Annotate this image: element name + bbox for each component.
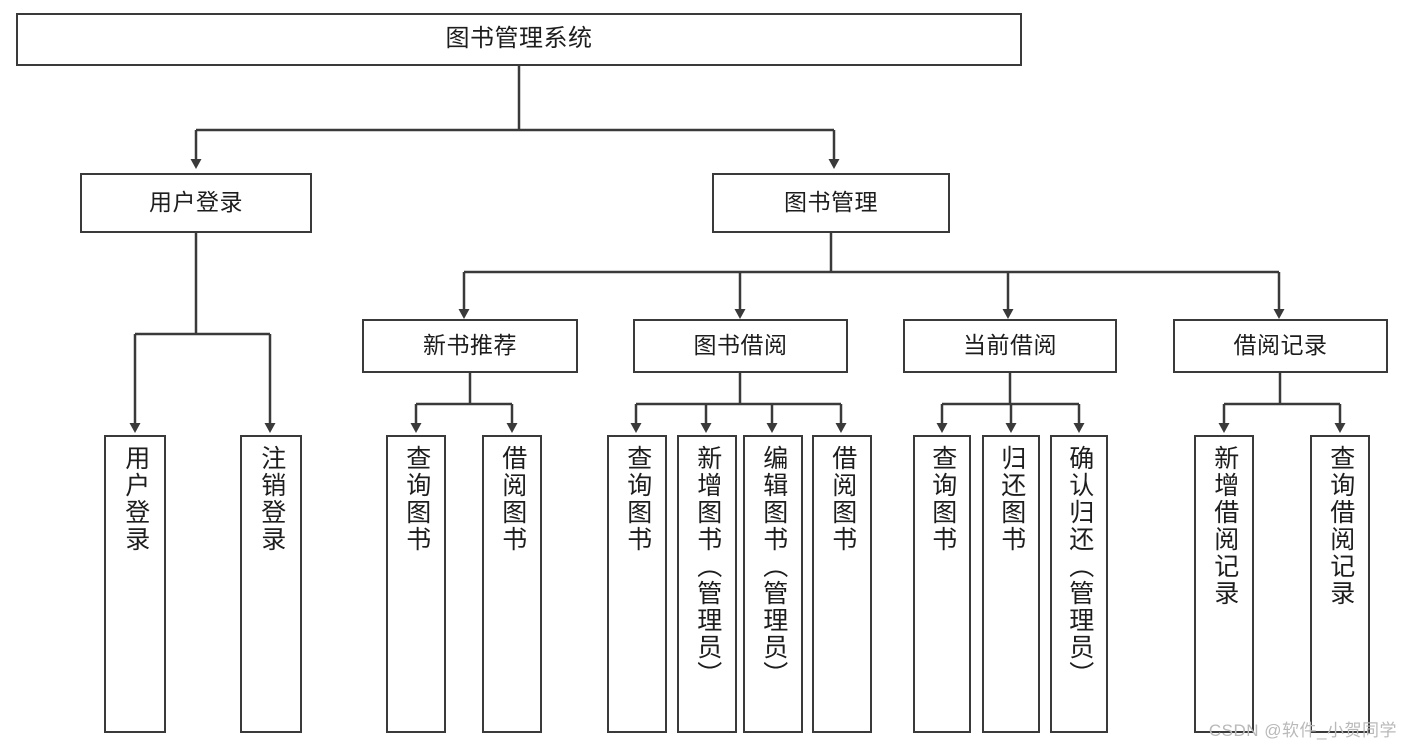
node-label: 借阅图书 — [828, 445, 857, 553]
leaf-query-book-current[interactable]: 查询图书 — [913, 435, 971, 733]
node-borrow-record[interactable]: 借阅记录 — [1173, 319, 1388, 373]
node-label: 当前借阅 — [963, 332, 1057, 359]
node-label: 归还图书 — [997, 445, 1026, 553]
leaf-return-book[interactable]: 归还图书 — [982, 435, 1040, 733]
node-label: 编辑图书（管理员） — [759, 445, 788, 688]
node-label: 借阅图书 — [498, 445, 527, 553]
node-label: 借阅记录 — [1233, 332, 1328, 359]
node-label: 查询图书 — [928, 445, 957, 553]
leaf-query-book-recommend[interactable]: 查询图书 — [386, 435, 446, 733]
leaf-borrow-book-recommend[interactable]: 借阅图书 — [482, 435, 542, 733]
node-current-borrow[interactable]: 当前借阅 — [903, 319, 1117, 373]
node-label: 查询图书 — [402, 445, 431, 553]
node-user-login[interactable]: 用户登录 — [80, 173, 312, 233]
leaf-edit-book-admin[interactable]: 编辑图书（管理员） — [743, 435, 803, 733]
node-label: 用户登录 — [149, 189, 243, 216]
node-label: 新书推荐 — [423, 332, 517, 359]
node-label: 图书管理 — [784, 189, 878, 216]
node-label: 用户登录 — [121, 445, 150, 553]
leaf-query-book-borrow[interactable]: 查询图书 — [607, 435, 667, 733]
node-book-borrow[interactable]: 图书借阅 — [633, 319, 848, 373]
node-label: 新增借阅记录 — [1210, 445, 1239, 607]
leaf-logout-login[interactable]: 注销登录 — [240, 435, 302, 733]
node-label: 确认归还（管理员） — [1065, 445, 1094, 688]
node-label: 注销登录 — [257, 445, 286, 553]
leaf-confirm-return-admin[interactable]: 确认归还（管理员） — [1050, 435, 1108, 733]
node-book-management[interactable]: 图书管理 — [712, 173, 950, 233]
node-label: 查询图书 — [623, 445, 652, 553]
node-label: 新增图书（管理员） — [693, 445, 722, 688]
watermark-text: CSDN @软件_小贺同学 — [1208, 721, 1397, 740]
leaf-user-login[interactable]: 用户登录 — [104, 435, 166, 733]
leaf-borrow-book[interactable]: 借阅图书 — [812, 435, 872, 733]
node-new-book-recommend[interactable]: 新书推荐 — [362, 319, 578, 373]
leaf-query-borrow-record[interactable]: 查询借阅记录 — [1310, 435, 1370, 733]
leaf-add-borrow-record[interactable]: 新增借阅记录 — [1194, 435, 1254, 733]
node-root-book-management-system[interactable]: 图书管理系统 — [16, 13, 1022, 66]
node-label: 查询借阅记录 — [1326, 445, 1355, 607]
leaf-add-book-admin[interactable]: 新增图书（管理员） — [677, 435, 737, 733]
node-label: 图书借阅 — [693, 332, 788, 359]
node-label: 图书管理系统 — [445, 25, 593, 53]
